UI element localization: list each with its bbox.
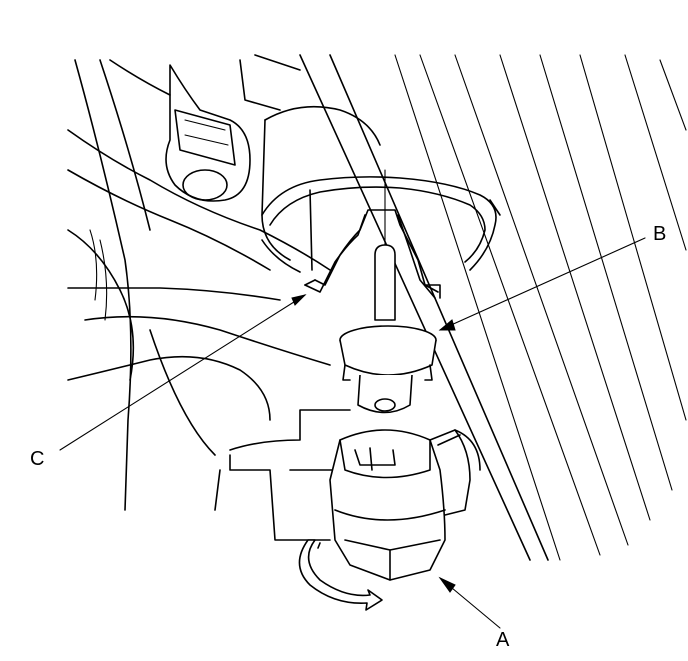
callout-label-a: A bbox=[496, 629, 510, 651]
leader-arrowheads bbox=[291, 294, 456, 593]
retaining-clip bbox=[304, 209, 441, 299]
leader-lines bbox=[59, 237, 646, 629]
engine-bay-background bbox=[67, 59, 351, 541]
headlight-housing bbox=[261, 105, 501, 273]
callout-label-b: B bbox=[653, 223, 666, 245]
bulb-assembly bbox=[339, 169, 437, 414]
bulb-socket bbox=[329, 429, 481, 581]
rotation-arrow-icon bbox=[298, 539, 383, 611]
callout-label-c: C bbox=[30, 448, 44, 470]
upper-connector bbox=[109, 54, 301, 202]
lens-hatching bbox=[299, 54, 687, 561]
